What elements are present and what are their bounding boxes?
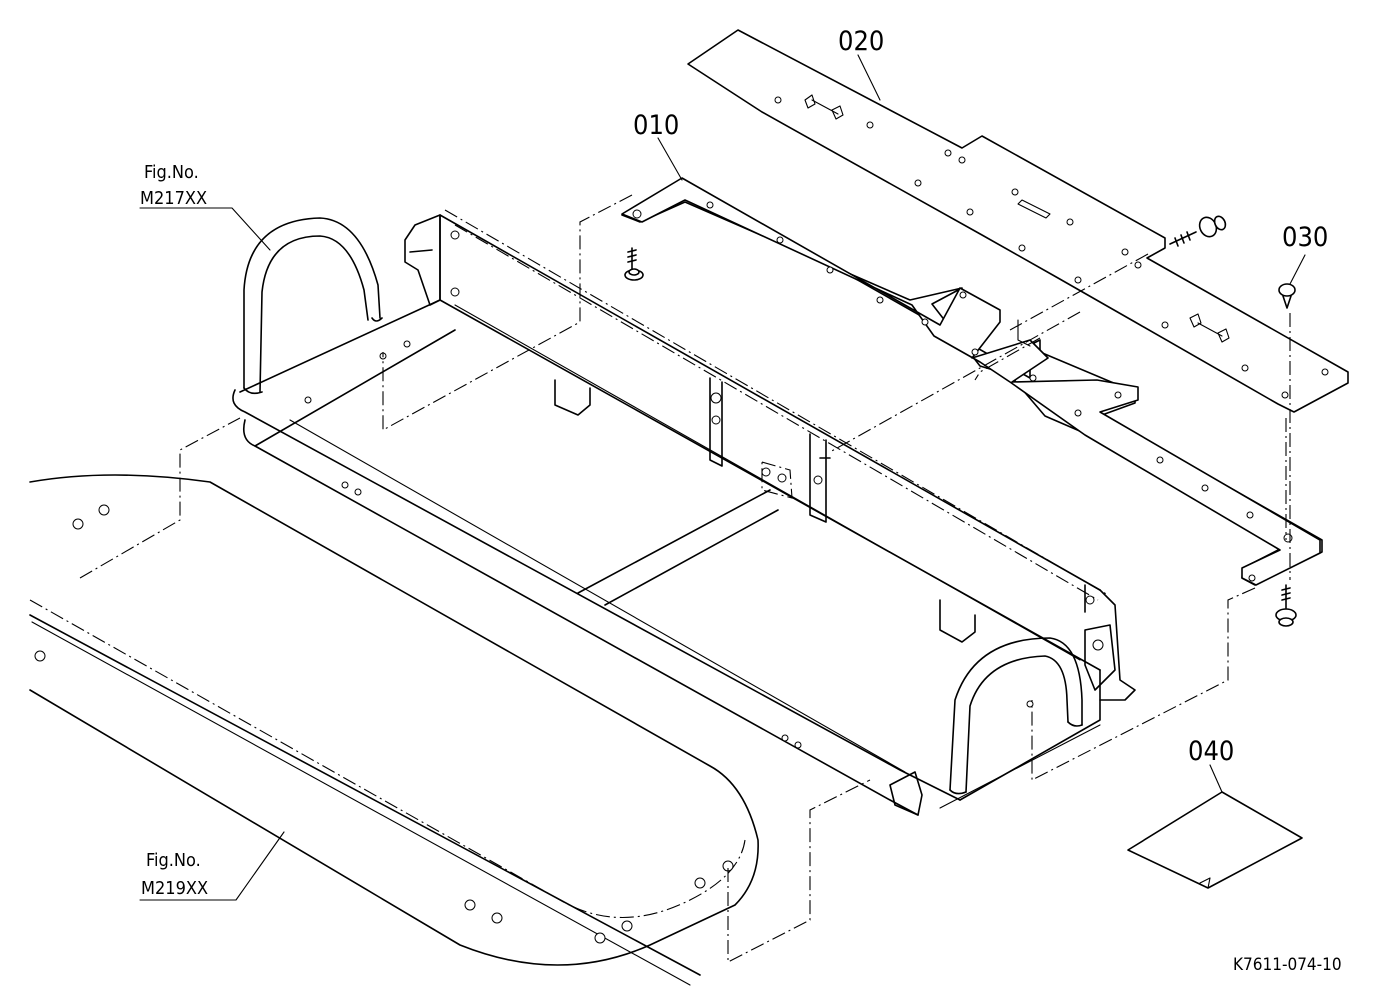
fig-ref-lower-line1: Fig.No.	[146, 850, 201, 871]
fig-ref-lower-line2: M219XX	[141, 878, 208, 899]
push-rivet-030-icon	[1278, 283, 1296, 309]
seat-frame	[232, 214, 1136, 816]
callout-010: 010	[633, 110, 679, 141]
bolt-icon	[624, 247, 644, 281]
seat-cushion	[29, 417, 871, 986]
fig-ref-upper-line1: Fig.No.	[144, 162, 199, 183]
fig-ref-upper-line2: M217XX	[140, 188, 207, 209]
leader-lines	[139, 54, 1306, 901]
grab-handle-right	[949, 637, 1083, 795]
callout-040: 040	[1188, 736, 1234, 767]
callout-020: 020	[838, 26, 884, 57]
assembly-lines	[382, 194, 1291, 781]
cover-plate-020	[687, 29, 1349, 413]
bolt-icon-3	[1275, 584, 1297, 627]
bolt-icon-2	[1169, 215, 1227, 247]
callout-030: 030	[1282, 222, 1328, 253]
label-sticker-040	[1127, 791, 1303, 889]
grab-handle-left	[243, 217, 383, 395]
bracket-010	[621, 177, 1323, 586]
drawing-number: K7611-074-10	[1233, 955, 1342, 975]
cushion-screw-holes	[34, 504, 734, 944]
